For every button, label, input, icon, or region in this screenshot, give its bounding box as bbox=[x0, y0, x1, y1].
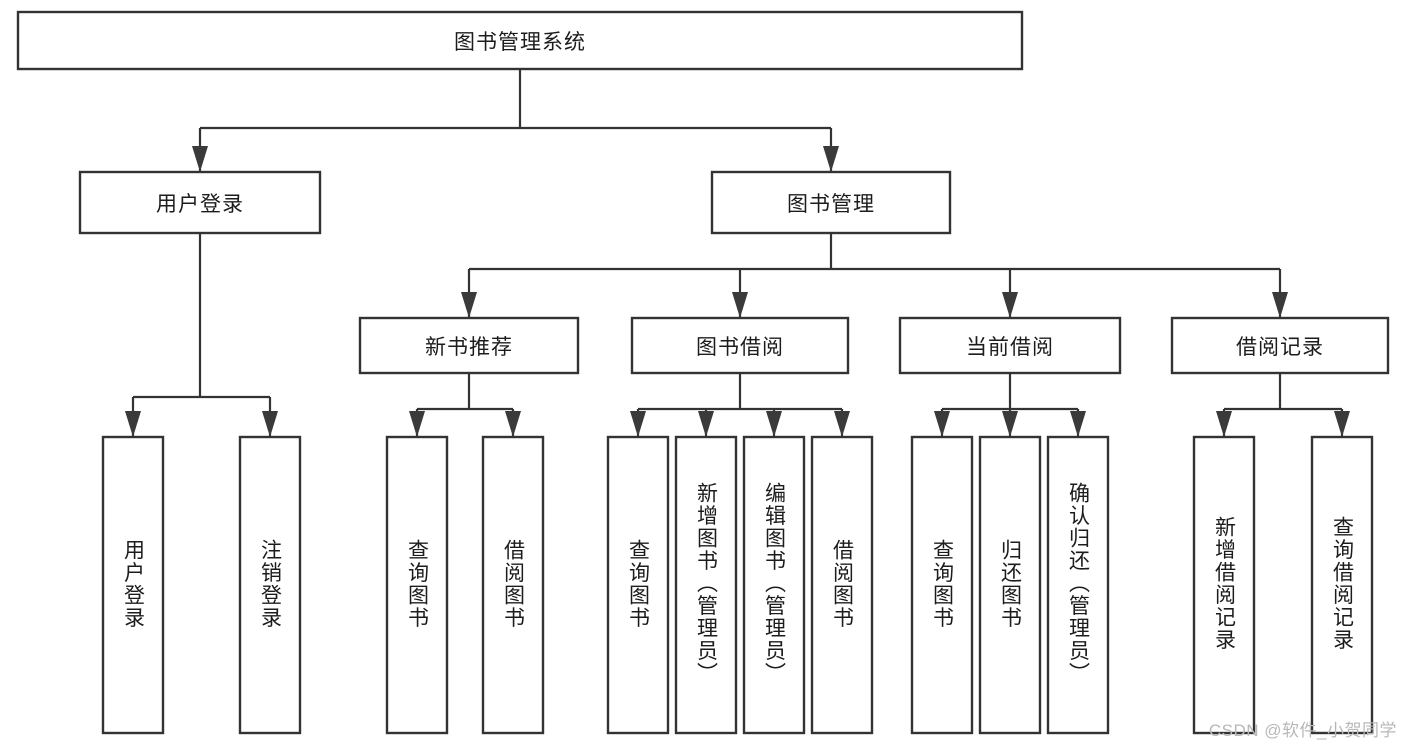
node-box-new-book-recommend[interactable] bbox=[358, 316, 580, 375]
new-book-recommend-to-leaves-arrow-0 bbox=[409, 411, 425, 437]
node-box-leaf-edit-book[interactable] bbox=[742, 435, 806, 735]
new-book-recommend-to-leaves-arrow-1 bbox=[505, 411, 521, 437]
node-box-leaf-logout[interactable] bbox=[238, 435, 302, 735]
csdn-watermark: CSDN @软件_小贺同学 bbox=[1208, 721, 1397, 740]
node-box-book-management[interactable] bbox=[710, 170, 952, 235]
root-to-modules-arrow-1 bbox=[823, 146, 839, 172]
userlogin-to-leaves-arrow-0 bbox=[125, 411, 141, 437]
node-box-leaf-query-book-cur[interactable] bbox=[910, 435, 974, 735]
node-box-leaf-borrow-book-rec[interactable] bbox=[481, 435, 545, 735]
book-borrow-to-leaves-arrow-1 bbox=[698, 411, 714, 437]
root-to-modules-arrow-0 bbox=[192, 146, 208, 172]
node-box-leaf-query-book-borrow[interactable] bbox=[606, 435, 670, 735]
node-box-leaf-borrow-book[interactable] bbox=[810, 435, 874, 735]
book-borrow-to-leaves-arrow-3 bbox=[834, 411, 850, 437]
node-box-user-login[interactable] bbox=[78, 170, 322, 235]
node-box-root[interactable] bbox=[16, 10, 1024, 71]
node-box-leaf-query-borrow-record[interactable] bbox=[1310, 435, 1374, 735]
book-borrow-to-leaves-arrow-2 bbox=[766, 411, 782, 437]
node-box-borrow-record[interactable] bbox=[1170, 316, 1390, 375]
node-box-leaf-return-book[interactable] bbox=[978, 435, 1042, 735]
userlogin-to-leaves-arrow-1 bbox=[262, 411, 278, 437]
node-box-leaf-add-book[interactable] bbox=[674, 435, 738, 735]
connectors-layer bbox=[125, 69, 1350, 437]
current-borrow-to-leaves-arrow-1 bbox=[1002, 411, 1018, 437]
borrow-record-to-leaves-arrow-0 bbox=[1216, 411, 1232, 437]
book-borrow-to-leaves-arrow-0 bbox=[630, 411, 646, 437]
bookmgmt-to-submodules-arrow-3 bbox=[1272, 292, 1288, 318]
node-box-book-borrow[interactable] bbox=[630, 316, 850, 375]
node-box-leaf-confirm-return[interactable] bbox=[1046, 435, 1110, 735]
borrow-record-to-leaves-arrow-1 bbox=[1334, 411, 1350, 437]
bookmgmt-to-submodules-arrow-0 bbox=[461, 292, 477, 318]
node-box-leaf-user-login[interactable] bbox=[101, 435, 165, 735]
node-box-leaf-query-book-rec[interactable] bbox=[385, 435, 449, 735]
node-box-leaf-add-borrow-record[interactable] bbox=[1192, 435, 1256, 735]
node-boxes-layer bbox=[16, 10, 1390, 735]
bookmgmt-to-submodules-arrow-2 bbox=[1002, 292, 1018, 318]
bookmgmt-to-submodules-arrow-1 bbox=[732, 292, 748, 318]
node-box-current-borrow[interactable] bbox=[898, 316, 1122, 375]
current-borrow-to-leaves-arrow-2 bbox=[1070, 411, 1086, 437]
current-borrow-to-leaves-arrow-0 bbox=[934, 411, 950, 437]
